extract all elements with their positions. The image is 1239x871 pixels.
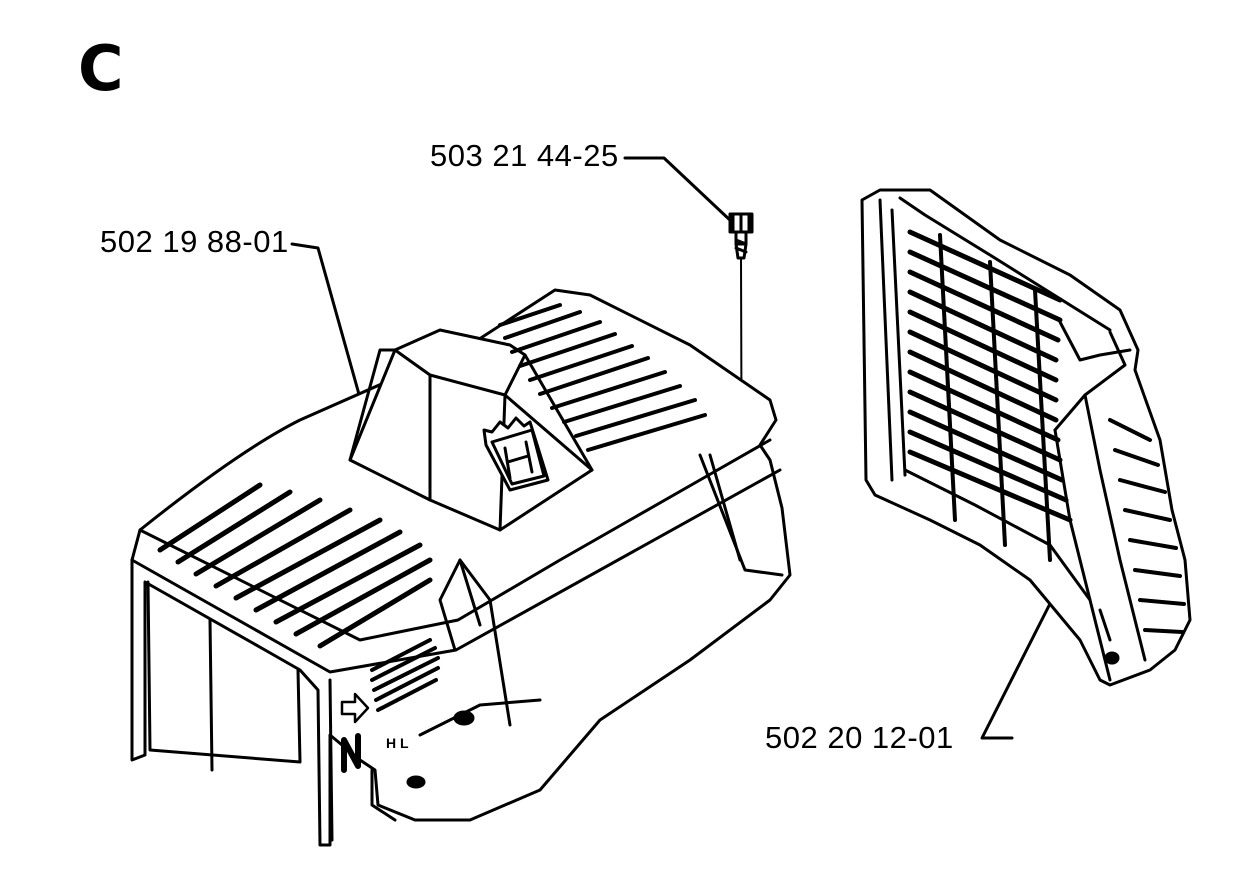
rear-vents [498, 303, 707, 452]
grille-slats [907, 229, 1073, 523]
top-cover-part: H L [130, 288, 792, 847]
section-letter: C [78, 32, 124, 105]
callout-top-cover: 502 19 88-01 [100, 224, 289, 259]
side-fins [1108, 418, 1186, 634]
callout-air-intake-grille: 502 20 12-01 [765, 720, 954, 755]
air-intake-grille-part [860, 188, 1192, 687]
brand-logo [482, 416, 550, 492]
neutral-letter [341, 733, 361, 773]
choke-label: H L [386, 735, 409, 751]
choke-plate [370, 638, 440, 712]
callout-screw: 503 21 44-25 [430, 138, 619, 173]
arrow-symbol [340, 692, 370, 724]
leader-screw [623, 156, 734, 224]
leader-grille [980, 578, 1064, 740]
front-vents [157, 482, 433, 649]
leader-lines [290, 156, 1064, 740]
leader-top-cover [290, 242, 364, 407]
